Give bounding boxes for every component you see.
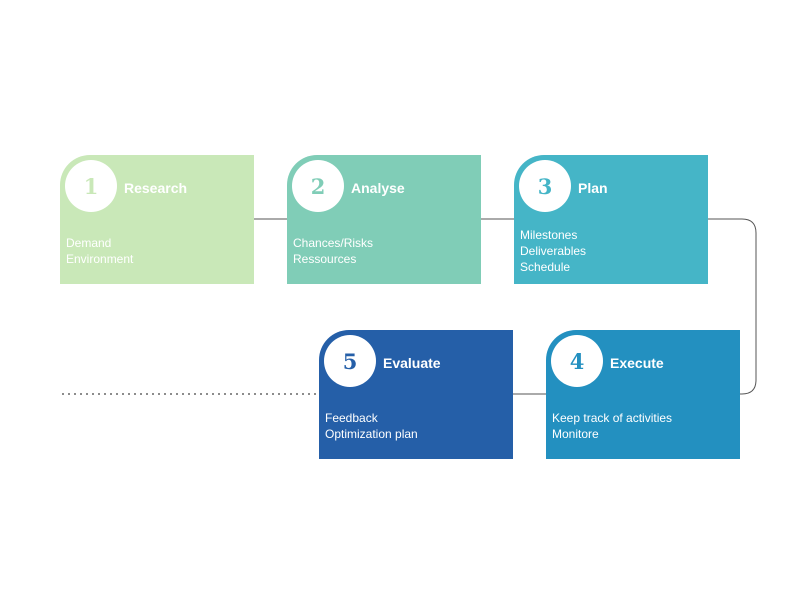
step-number: 1 [83, 173, 99, 199]
step-card-evaluate: 5 Evaluate Feedback Optimization plan [319, 330, 513, 459]
step-title: Plan [578, 180, 608, 196]
step-detail: Chances/Risks [293, 236, 374, 250]
step-detail: Schedule [520, 260, 571, 274]
step-detail: Monitore [552, 427, 599, 441]
step-detail: Keep track of activities [552, 411, 673, 425]
step-detail: Ressources [293, 252, 357, 266]
step-details: Feedback Optimization plan [325, 410, 418, 442]
step-details: Milestones Deliverables Schedule [520, 227, 586, 275]
step-details: Keep track of activities Monitore [552, 410, 672, 442]
step-number-badge: 2 [292, 160, 344, 212]
step-title: Evaluate [383, 355, 441, 371]
step-detail: Feedback [325, 411, 378, 425]
step-number-badge: 3 [519, 160, 571, 212]
step-number: 2 [310, 173, 326, 199]
step-detail: Deliverables [520, 244, 587, 258]
step-card-execute: 4 Execute Keep track of activities Monit… [546, 330, 740, 459]
step-card-plan: 3 Plan Milestones Deliverables Schedule [514, 155, 708, 284]
step-card-research: 1 Research Demand Environment [60, 155, 254, 284]
step-title: Research [124, 180, 188, 196]
step-detail: Demand [66, 236, 112, 250]
step-number-badge: 5 [324, 335, 376, 387]
step-card-analyse: 2 Analyse Chances/Risks Ressources [287, 155, 481, 284]
step-number: 4 [569, 348, 585, 374]
step-number-badge: 4 [551, 335, 603, 387]
connector-3-4 [707, 218, 757, 395]
step-detail: Environment [66, 252, 134, 266]
step-details: Chances/Risks Ressources [293, 235, 373, 267]
step-detail: Optimization plan [325, 427, 418, 441]
step-title: Analyse [351, 180, 405, 196]
step-details: Demand Environment [66, 235, 133, 267]
step-number-badge: 1 [65, 160, 117, 212]
step-number: 5 [342, 348, 358, 374]
step-number: 3 [537, 173, 553, 199]
step-title: Execute [610, 355, 664, 371]
step-detail: Milestones [520, 228, 578, 242]
